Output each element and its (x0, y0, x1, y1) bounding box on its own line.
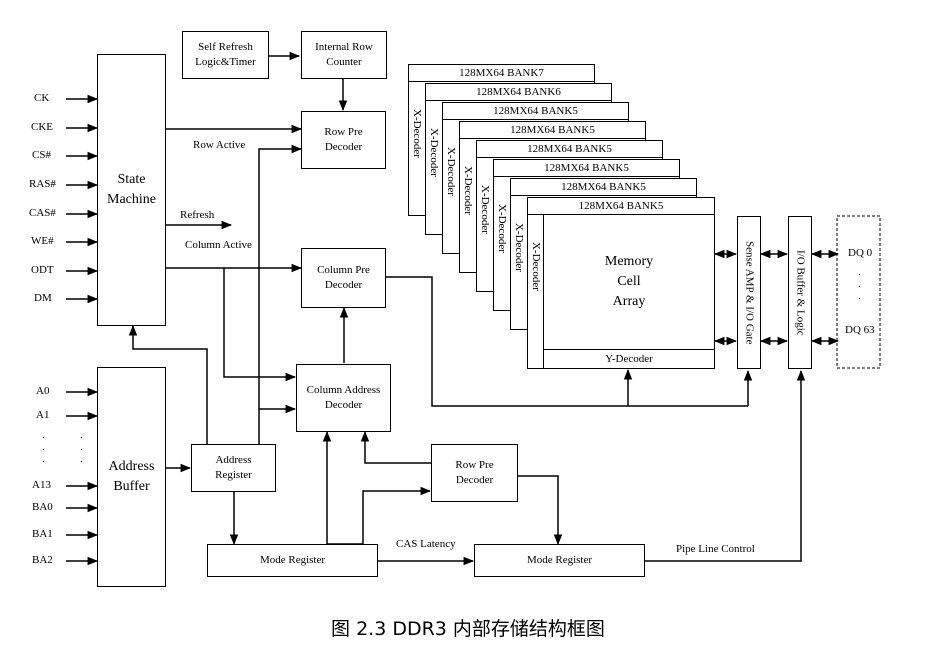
bank-title: 128MX64 BANK5 (460, 122, 645, 139)
bank-title: 128MX64 BANK5 (528, 198, 714, 215)
bank-title: 128MX64 BANK5 (494, 160, 679, 177)
x-decoder-label: X-Decoder (530, 242, 542, 291)
input-ck: CK (34, 92, 50, 104)
dq0-label: DQ 0 (848, 247, 873, 259)
x-decoder-label: X-Decoder (411, 109, 423, 158)
input-ba1: BA1 (32, 528, 53, 540)
input-ba2: BA2 (32, 554, 53, 566)
input-we: WE# (31, 235, 54, 247)
input-a13: A13 (32, 479, 51, 491)
address-buffer-block: Address Buffer (97, 367, 166, 587)
x-decoder-label: X-Decoder (479, 185, 491, 234)
address-register-block: Address Register (191, 444, 276, 492)
input-odt: ODT (31, 264, 54, 276)
mode-register-right-block: Mode Register (474, 544, 645, 577)
state-machine-block: State Machine (97, 54, 166, 326)
input-ba0: BA0 (32, 501, 53, 513)
x-decoder-label: X-Decoder (513, 223, 525, 272)
input-dm: DM (34, 292, 52, 304)
column-pre-decoder-block: Column Pre Decoder (301, 248, 386, 308)
input-cs: CS# (32, 149, 51, 161)
input-cas: CAS# (29, 207, 56, 219)
bank-title: 128MX64 BANK6 (426, 84, 611, 101)
y-decoder: Y-Decoder (543, 349, 714, 368)
sense-amp-block: Sense AMP & I/O Gate (737, 216, 761, 369)
memory-cell-array: Memory Cell Array (543, 214, 714, 350)
io-buffer-block: I/O Buffer & Logic (788, 216, 812, 369)
row-pre-decoder-top-block: Row Pre Decoder (301, 111, 386, 169)
input-a1: A1 (36, 409, 50, 421)
bank-title: 128MX64 BANK5 (511, 179, 696, 196)
ellipsis-dots: ... (80, 427, 83, 465)
signal-cas-latency: CAS Latency (396, 538, 456, 550)
bank-title: 128MX64 BANK7 (409, 65, 594, 82)
internal-row-counter-block: Internal Row Counter (301, 31, 387, 79)
input-cke: CKE (31, 121, 53, 133)
dq63-label: DQ 63 (845, 324, 875, 336)
io-buffer-label: I/O Buffer & Logic (794, 249, 807, 336)
x-decoder-label: X-Decoder (445, 147, 457, 196)
ellipsis-dots: ... (858, 264, 861, 302)
bank-front: 128MX64 BANK5 X-Decoder Memory Cell Arra… (527, 197, 715, 369)
mode-register-left-block: Mode Register (207, 544, 378, 577)
input-a0: A0 (36, 385, 50, 397)
figure-caption: 图 2.3 DDR3 内部存储结构框图 (331, 618, 605, 640)
row-pre-decoder-bottom-block: Row Pre Decoder (431, 444, 518, 502)
x-decoder-label: X-Decoder (462, 166, 474, 215)
signal-refresh: Refresh (180, 209, 215, 221)
ellipsis-dots: ... (42, 427, 45, 465)
x-decoder-label: X-Decoder (428, 128, 440, 177)
bank-title: 128MX64 BANK5 (477, 141, 662, 158)
column-address-decoder-block: Column Address Decoder (296, 364, 391, 432)
x-decoder-label: X-Decoder (496, 204, 508, 253)
sense-amp-label: Sense AMP & I/O Gate (743, 240, 756, 345)
input-ras: RAS# (29, 178, 56, 190)
signal-row-active: Row Active (193, 139, 246, 151)
signal-column-active: Column Active (185, 239, 252, 251)
self-refresh-block: Self Refresh Logic&Timer (182, 31, 269, 79)
bank-title: 128MX64 BANK5 (443, 103, 628, 120)
signal-pipe-line-control: Pipe Line Control (676, 543, 755, 555)
